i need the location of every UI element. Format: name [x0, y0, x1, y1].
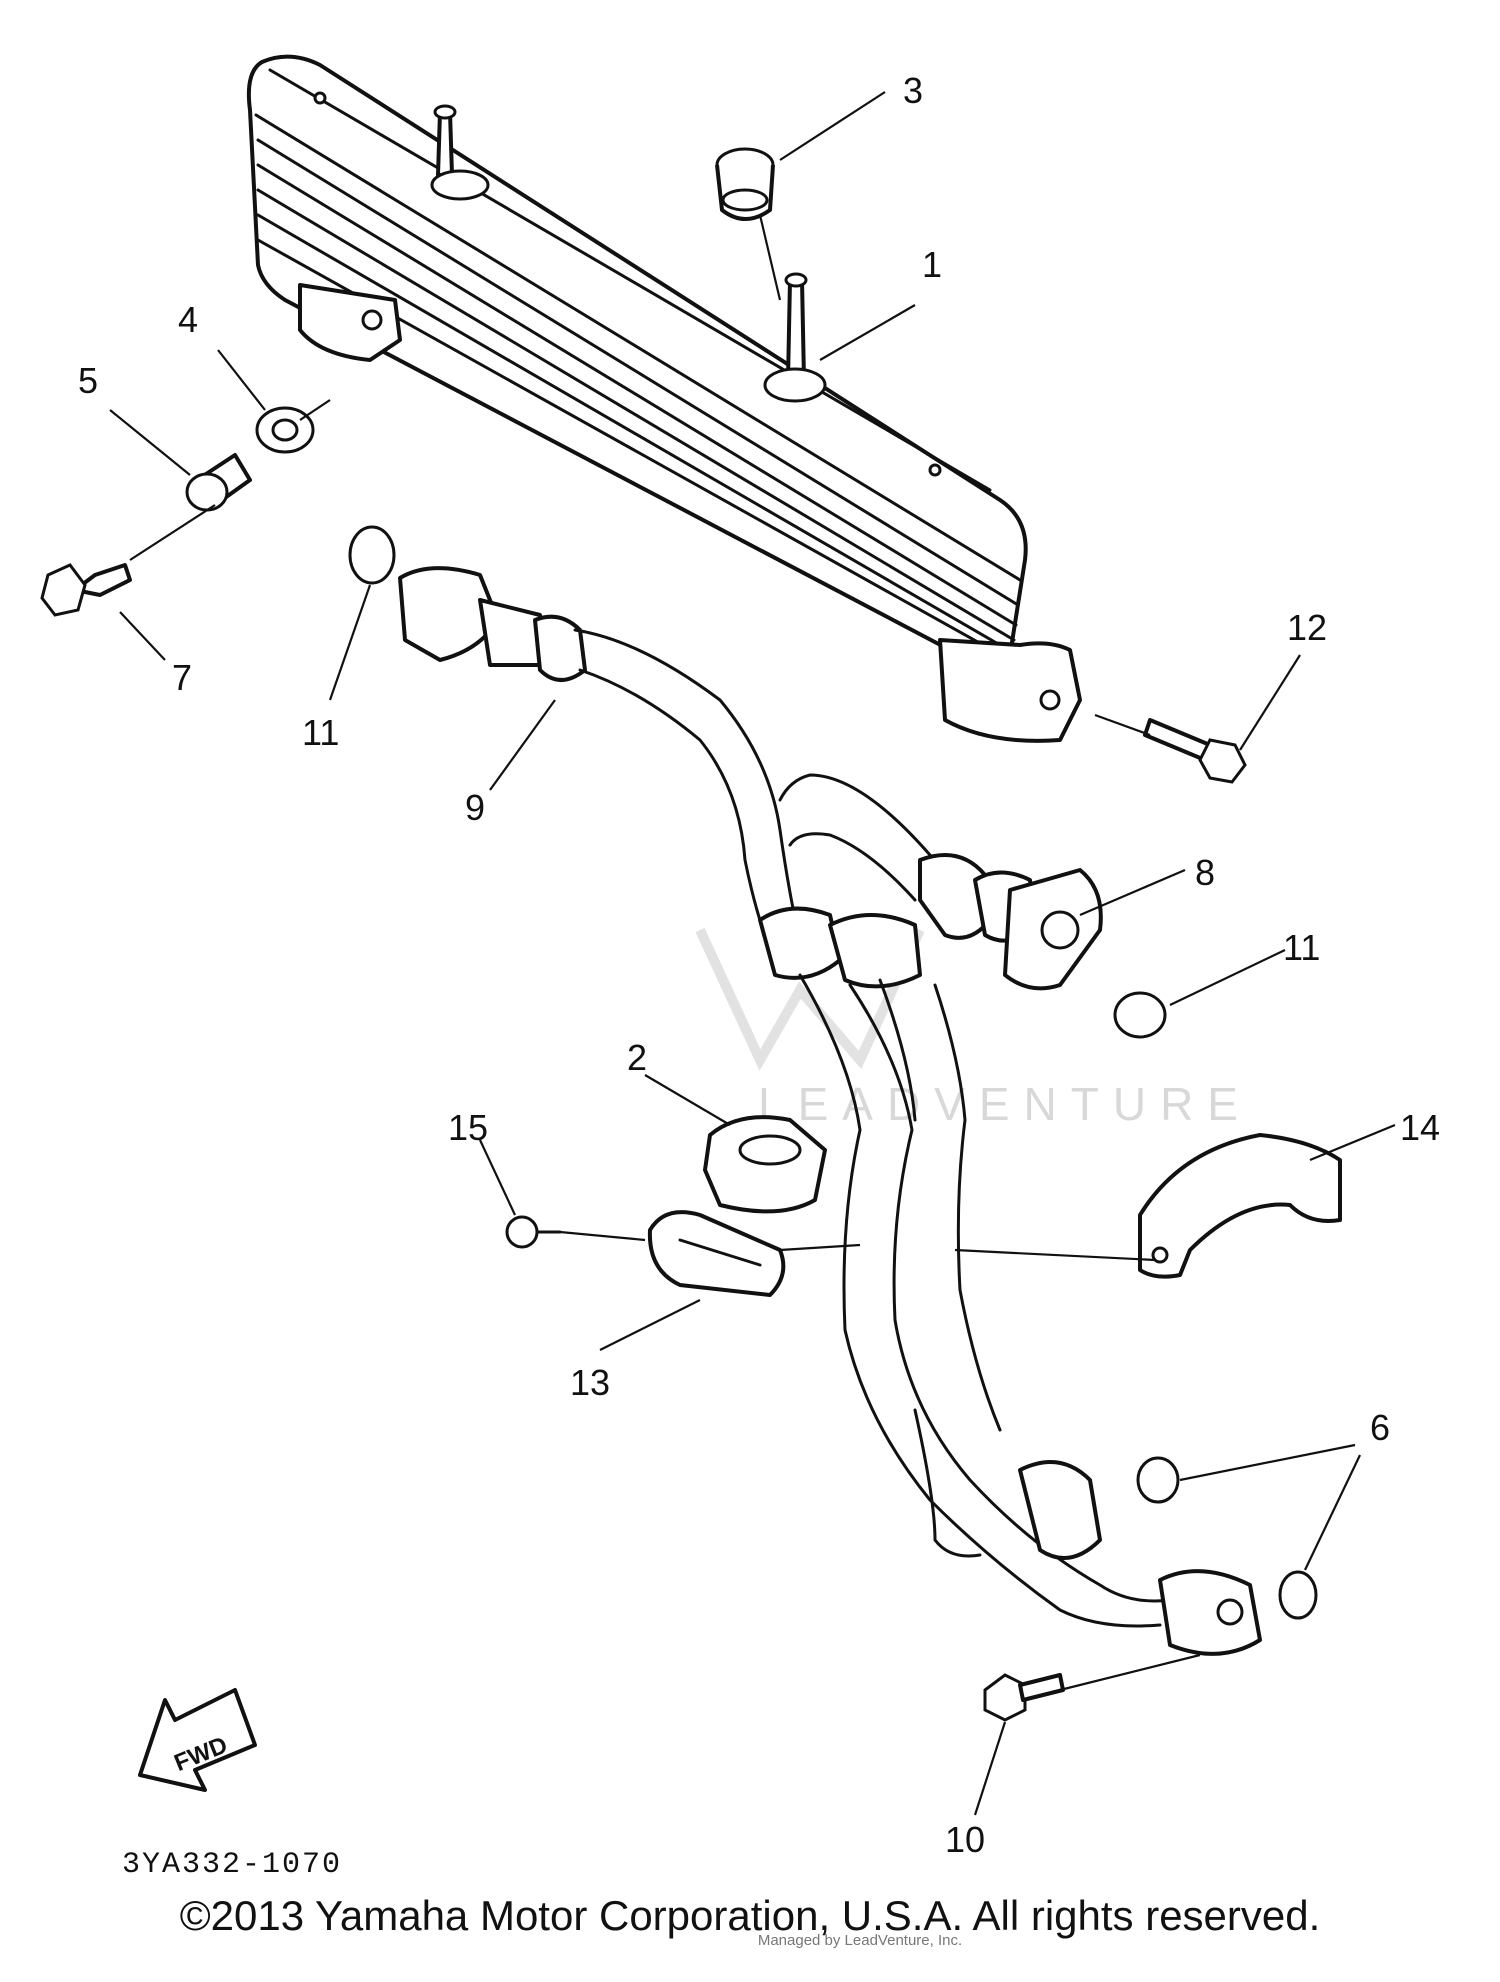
- damper-part-4: [255, 406, 315, 454]
- label-15: 15: [448, 1107, 488, 1148]
- damper-part-2: [703, 1115, 827, 1214]
- label-11-b: 11: [1283, 927, 1320, 968]
- oil-pipe-lower: [758, 906, 1262, 1656]
- label-7: 7: [172, 657, 192, 698]
- o-ring-part-11-b: [1113, 991, 1167, 1039]
- grommet-part-3: [715, 147, 775, 221]
- label-11-a: 11: [302, 712, 339, 753]
- label-8: 8: [1195, 852, 1215, 893]
- label-1: 1: [922, 244, 942, 285]
- leader-lines: [109, 91, 1396, 1816]
- oil-cooler: [246, 54, 1082, 743]
- o-ring-part-6-a: [1136, 1456, 1180, 1504]
- bolt-part-7: [40, 563, 132, 617]
- label-10: 10: [945, 1819, 985, 1860]
- oil-pipe-part-9: [398, 566, 802, 952]
- label-12: 12: [1287, 607, 1327, 648]
- label-2: 2: [627, 1037, 647, 1078]
- label-5: 5: [78, 360, 98, 401]
- label-4: 4: [178, 299, 198, 340]
- label-6: 6: [1370, 1407, 1390, 1448]
- watermark: LEADVENTURE: [695, 927, 1252, 1130]
- label-14: 14: [1400, 1107, 1440, 1148]
- clamp-part-13: [647, 1210, 786, 1297]
- fwd-arrow: FWD: [138, 1688, 257, 1792]
- label-13: 13: [570, 1362, 610, 1403]
- bolt-part-10: [983, 1673, 1065, 1722]
- bracket-part-14: [1138, 1133, 1342, 1279]
- label-3: 3: [903, 70, 923, 111]
- footer-small: Managed by LeadVenture, Inc.: [758, 1932, 962, 1949]
- copyright-notice: ©2013 Yamaha Motor Corporation, U.S.A. A…: [179, 1892, 1321, 1939]
- label-9: 9: [465, 787, 485, 828]
- o-ring-part-11-a: [348, 525, 396, 585]
- part-labels: 3 1 4 5 7 12 11 9 8 11 2 15 14 13 6 10: [78, 70, 1440, 1860]
- oil-pipe-part-8: [778, 773, 1103, 991]
- figure-code: 3YA332-1070: [122, 1848, 342, 1882]
- bolt-part-12: [1143, 718, 1247, 784]
- o-ring-part-6-b: [1278, 1570, 1318, 1620]
- screw-part-15: [505, 1215, 562, 1249]
- svg-text:LEADVENTURE: LEADVENTURE: [758, 1078, 1252, 1130]
- collar-part-5: [185, 453, 252, 512]
